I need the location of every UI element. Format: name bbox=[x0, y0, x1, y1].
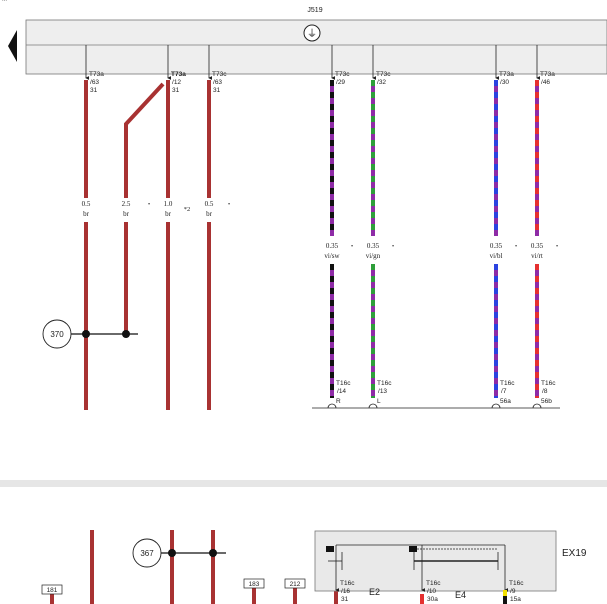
svg-text:0.35: 0.35 bbox=[326, 242, 339, 250]
svg-text:T16c: T16c bbox=[340, 580, 355, 587]
svg-text:/8: /8 bbox=[542, 388, 548, 395]
switch-e2-label: E2 bbox=[369, 587, 380, 597]
signal-wire-labels: 0.35 vi/sw 0.35 vi/gn 0.35 vi/bl 0.35 vi… bbox=[324, 242, 558, 260]
svg-text:/16: /16 bbox=[341, 588, 350, 595]
svg-text:T16c: T16c bbox=[500, 380, 515, 387]
svg-text:T16c: T16c bbox=[336, 380, 351, 387]
svg-text:T73a: T73a bbox=[89, 71, 104, 78]
module-ex19-box bbox=[314, 530, 557, 592]
svg-text:•: • bbox=[556, 244, 558, 250]
ground-point-367 bbox=[132, 538, 162, 568]
svg-text:/9: /9 bbox=[510, 588, 516, 595]
svg-text:30a: 30a bbox=[427, 596, 438, 603]
wire-w2-upper bbox=[124, 82, 165, 198]
svg-text:*2: *2 bbox=[184, 206, 191, 213]
svg-text:/12: /12 bbox=[172, 79, 181, 86]
svg-text:br: br bbox=[83, 210, 90, 218]
svg-text:T73a: T73a bbox=[171, 71, 186, 78]
svg-text:1.0: 1.0 bbox=[164, 200, 173, 208]
svg-text:15a: 15a bbox=[510, 596, 521, 603]
ground-symbol-icon bbox=[303, 24, 321, 42]
svg-text:181: 181 bbox=[47, 587, 58, 594]
page-separator bbox=[0, 480, 607, 487]
svg-text:T16c: T16c bbox=[509, 580, 524, 587]
svg-text:br: br bbox=[165, 210, 172, 218]
svg-text:R: R bbox=[336, 398, 341, 405]
svg-text:367: 367 bbox=[140, 549, 154, 558]
svg-text:br: br bbox=[123, 210, 130, 218]
svg-text:T16c: T16c bbox=[377, 380, 392, 387]
svg-text:T73c: T73c bbox=[376, 71, 391, 78]
svg-text:0.5: 0.5 bbox=[205, 200, 214, 208]
svg-text:T16c: T16c bbox=[426, 580, 441, 587]
svg-text:T73a: T73a bbox=[540, 71, 555, 78]
svg-text:•: • bbox=[515, 244, 517, 250]
svg-text:T16c: T16c bbox=[541, 380, 556, 387]
svg-text:•: • bbox=[228, 202, 230, 208]
svg-text:0.35: 0.35 bbox=[531, 242, 544, 250]
svg-text:•: • bbox=[148, 202, 150, 208]
svg-text:370: 370 bbox=[50, 330, 64, 339]
svg-text:2.5: 2.5 bbox=[122, 200, 131, 208]
svg-text:212: 212 bbox=[290, 581, 301, 588]
svg-text:31: 31 bbox=[341, 596, 349, 603]
svg-text:vi/sw: vi/sw bbox=[324, 252, 340, 260]
svg-text:/30: /30 bbox=[500, 79, 509, 86]
svg-text:56a: 56a bbox=[500, 398, 511, 405]
svg-text:/46: /46 bbox=[541, 79, 550, 86]
svg-text:/7: /7 bbox=[501, 388, 507, 395]
svg-text:L: L bbox=[377, 398, 381, 405]
svg-text:T73c: T73c bbox=[335, 71, 350, 78]
svg-text:T73c: T73c bbox=[212, 71, 227, 78]
svg-text:183: 183 bbox=[249, 581, 260, 588]
switch-schematic bbox=[328, 544, 509, 592]
switch-e4-label: E4 bbox=[455, 590, 466, 600]
control-unit-label: J519 bbox=[307, 7, 322, 14]
svg-text:/10: /10 bbox=[427, 588, 436, 595]
svg-text:vi/gn: vi/gn bbox=[366, 252, 381, 260]
svg-text:31: 31 bbox=[213, 87, 221, 94]
svg-text:T73a: T73a bbox=[499, 71, 514, 78]
svg-text:⏚: ⏚ bbox=[307, 28, 317, 40]
svg-text:vi/bl: vi/bl bbox=[490, 252, 503, 260]
module-ex19-label: EX19 bbox=[562, 548, 587, 559]
header-note: ... bbox=[2, 0, 8, 3]
svg-text:/63: /63 bbox=[90, 79, 99, 86]
brown-wire-labels: 0.5 br 2.5 br 1.0 br *2 0.5 br • • bbox=[82, 200, 230, 218]
svg-text:/32: /32 bbox=[377, 79, 386, 86]
page-back-arrow-icon[interactable] bbox=[8, 30, 17, 62]
svg-text:/13: /13 bbox=[378, 388, 387, 395]
svg-text:br: br bbox=[206, 210, 213, 218]
svg-text:vi/rt: vi/rt bbox=[531, 252, 543, 260]
svg-text:•: • bbox=[392, 244, 394, 250]
top-connector-labels: T73a /63 31 T73a /12 31 T73c /63 31 T73c… bbox=[89, 71, 555, 94]
svg-text:0.35: 0.35 bbox=[490, 242, 503, 250]
svg-text:•: • bbox=[351, 244, 353, 250]
bottom-tags: 181 183 212 bbox=[41, 578, 306, 595]
ground-point-370 bbox=[42, 319, 72, 349]
lower-connector-labels: T16c /14 R T16c /13 L T16c /7 56a T16c /… bbox=[336, 380, 556, 405]
signal-wires bbox=[330, 80, 539, 398]
module-connector-labels: T16c /16 31 E2 T16c /10 30a E4 T16c /9 1… bbox=[340, 580, 524, 603]
svg-text:/29: /29 bbox=[336, 79, 345, 86]
svg-text:/63: /63 bbox=[213, 79, 222, 86]
svg-text:/14: /14 bbox=[337, 388, 346, 395]
svg-text:0.5: 0.5 bbox=[82, 200, 91, 208]
svg-text:56b: 56b bbox=[541, 398, 552, 405]
brown-wires bbox=[84, 80, 211, 410]
svg-text:31: 31 bbox=[172, 87, 180, 94]
svg-text:31: 31 bbox=[90, 87, 98, 94]
lower-brown-wires bbox=[50, 530, 338, 604]
svg-text:0.35: 0.35 bbox=[367, 242, 380, 250]
